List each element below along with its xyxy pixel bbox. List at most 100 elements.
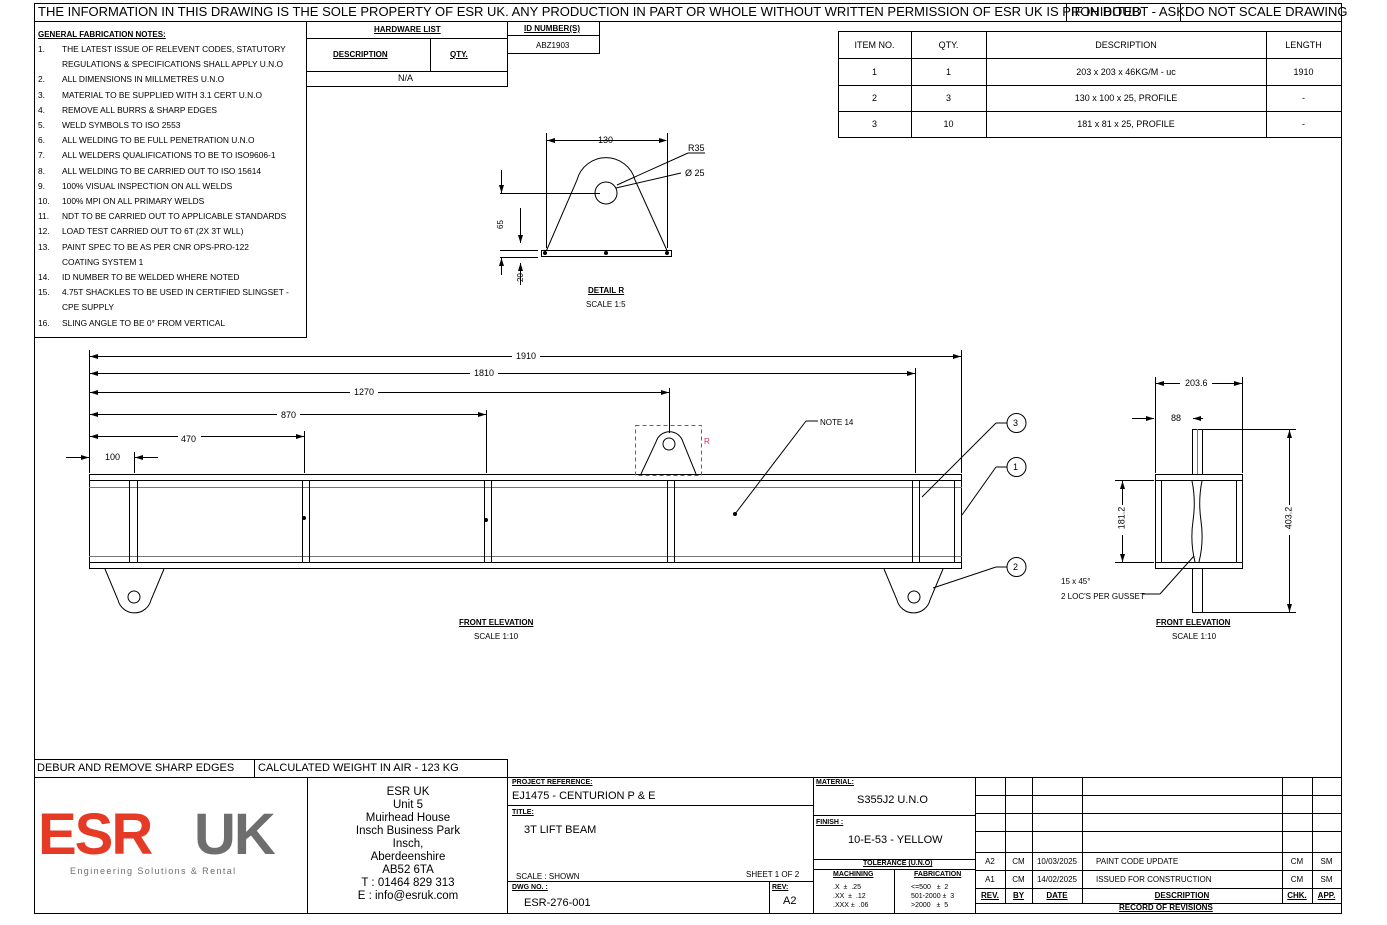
note-text: 4.75T SHACKLES TO BE USED IN CERTIFIED S… <box>62 287 289 298</box>
dim-1810: 1810 <box>474 368 495 378</box>
hardware-value: N/A <box>398 73 414 83</box>
weight-note: CALCULATED WEIGHT IN AIR - 123 KG <box>258 762 459 774</box>
revisions-title: RECORD OF REVISIONS <box>1119 903 1213 912</box>
note-item: REGULATIONS & SPECIFICATIONS SHALL APPLY… <box>38 59 283 69</box>
note-item: 7.ALL WELDERS QUALIFICATIONS TO BE TO IS… <box>38 150 275 160</box>
side-dim-203: 203.6 <box>1185 378 1208 388</box>
hardware-list-title: HARDWARE LIST <box>374 25 441 34</box>
bom-cell: 1910 <box>1293 66 1314 77</box>
bom-cell: 203 x 203 x 46KG/M - uc <box>1076 66 1176 77</box>
bom-cell: 1 <box>871 66 877 77</box>
note-item: 4. REMOVE ALL BURRS & SHARP EDGES <box>38 105 217 115</box>
material-label: MATERIAL: <box>816 779 854 786</box>
note-text: 100% MPI ON ALL PRIMARY WELDS <box>62 196 205 206</box>
id-number-title: ID NUMBER(S) <box>524 24 580 33</box>
finish-label: FINISH : <box>816 819 844 826</box>
bom-cell: 10 <box>943 119 954 129</box>
bom-cell: 3 <box>871 119 877 129</box>
note-text: REGULATIONS & SPECIFICATIONS SHALL APPLY… <box>62 59 284 70</box>
revision-by: CM <box>1012 874 1025 884</box>
note-item: CPE SUPPLY <box>38 302 114 312</box>
dim-1270: 1270 <box>354 387 375 397</box>
revision-header-app: APP. <box>1317 891 1336 900</box>
note-text: PAINT SPEC TO BE AS PER CNR OPS-PRO-122 <box>62 241 249 252</box>
revision-header-desc: DESCRIPTION <box>1154 891 1210 900</box>
note-text: ALL WELDING TO BE CARRIED OUT TO ISO 156… <box>62 165 262 176</box>
note-number: 7. <box>38 150 45 161</box>
note-number: 6. <box>38 135 45 146</box>
rev-label: REV: <box>772 884 789 891</box>
detail-radius-dim: R35 <box>688 143 705 153</box>
dim-1910: 1910 <box>516 351 537 361</box>
note-number: 3. <box>38 89 45 100</box>
do-not-scale-text: DO NOT SCALE DRAWING <box>1185 4 1348 19</box>
note-item: 3. MATERIAL TO BE SUPPLIED WITH 3.1 CERT … <box>38 90 262 100</box>
note-item: 6. ALL WELDING TO BE FULL PENETRATION U.N… <box>38 135 255 145</box>
ownership-statement: THE INFORMATION IN THIS DRAWING IS THE S… <box>38 4 1142 19</box>
revision-app: SM <box>1320 856 1333 866</box>
note-item: 13.PAINT SPEC TO BE AS PER CNR OPS-PRO-1… <box>38 242 249 252</box>
revision-header-by: BY <box>1012 891 1025 900</box>
bom-cell: - <box>1302 119 1305 129</box>
revision-by: CM <box>1012 856 1025 866</box>
address-line: Muirhead House <box>365 812 451 824</box>
note-number: 9. <box>38 180 45 191</box>
dwg-number: ESR-276-001 <box>524 897 591 909</box>
address-line: AB52 6TA <box>382 864 434 876</box>
detail-title: DETAIL R <box>588 286 625 295</box>
address-line: E : info@esruk.com <box>357 890 459 902</box>
note-item: 15.4.75T SHACKLES TO BE USED IN CERTIFIE… <box>38 287 289 297</box>
debur-note: DEBUR AND REMOVE SHARP EDGES <box>37 762 235 774</box>
note-number: 4. <box>38 104 45 115</box>
note-text: CPE SUPPLY <box>62 302 114 313</box>
note-item: 14.ID NUMBER TO BE WELDED WHERE NOTED <box>38 272 239 282</box>
detail-hole-dim: Ø 25 <box>685 168 705 178</box>
address-line: T : 01464 829 313 <box>361 877 455 889</box>
note-text: LOAD TEST CARRIED OUT TO 6T (2X 3T WLL) <box>62 226 244 237</box>
note-number: 16. <box>38 317 50 328</box>
balloon-2: 2 <box>1013 562 1019 572</box>
note-number: 10. <box>38 196 50 206</box>
fabrication-label: FABRICATION <box>914 871 962 878</box>
material-value: S355J2 U.N.O <box>857 794 928 806</box>
address-line: Aberdeenshire <box>370 851 446 863</box>
id-number-value: ABZ1903 <box>536 41 570 50</box>
detail-r-marker: R <box>704 437 710 446</box>
note-item: 8. ALL WELDING TO BE CARRIED OUT TO ISO 1… <box>38 166 261 176</box>
note-text: SLING ANGLE TO BE 0° FROM VERTICAL <box>62 317 225 328</box>
note-number: 1. <box>38 44 45 54</box>
side-dim-181: 181.2 <box>1116 506 1127 530</box>
note-text: MATERIAL TO BE SUPPLIED WITH 3.1 CERT U.… <box>62 89 262 100</box>
detail-height-dim: 65 <box>495 220 505 229</box>
side-elevation-title: FRONT ELEVATION <box>1156 618 1231 627</box>
revision-app: SM <box>1320 874 1333 884</box>
side-dim-88: 88 <box>1171 413 1182 423</box>
revision-desc: PAINT CODE UPDATE <box>1096 856 1179 866</box>
dwg-label: DWG NO. : <box>512 884 548 891</box>
note-text: ALL WELDING TO BE FULL PENETRATION U.N.O <box>62 135 255 146</box>
note-item: 2.ALL DIMENSIONS IN MILLMETRES U.N.O <box>38 74 224 84</box>
bom-cell: 2 <box>871 93 877 103</box>
note-number: 8. <box>38 165 45 176</box>
revision-rev: A2 <box>985 856 995 866</box>
note-text: ID NUMBER TO BE WELDED WHERE NOTED <box>62 272 240 282</box>
logo-esr: ESR <box>38 802 153 867</box>
bom-cell: 3 <box>945 93 951 103</box>
front-elevation-scale: SCALE 1:10 <box>474 632 519 641</box>
revision-desc: ISSUED FOR CONSTRUCTION <box>1096 874 1212 884</box>
bom-cell: - <box>1302 93 1305 103</box>
bom-header-cell: ITEM NO. <box>854 39 895 50</box>
note-number: 11. <box>38 211 50 222</box>
note-text: THE LATEST ISSUE OF RELEVENT CODES, STAT… <box>62 44 286 54</box>
tolerance-label: TOLERANCE (U.N.O) <box>863 860 933 867</box>
note-text: ALL DIMENSIONS IN MILLMETRES U.N.O <box>62 74 225 85</box>
title-label: TITLE: <box>512 809 534 816</box>
bom-cell: 1 <box>945 66 951 77</box>
if-in-doubt-text: IF IN DOUBT - ASK! <box>1071 4 1189 19</box>
note-item: 1. THE LATEST ISSUE OF RELEVENT CODES, ST… <box>38 44 286 54</box>
note-text: REMOVE ALL BURRS & SHARP EDGES <box>62 104 217 115</box>
sheet-value: SHEET 1 OF 2 <box>746 870 800 879</box>
